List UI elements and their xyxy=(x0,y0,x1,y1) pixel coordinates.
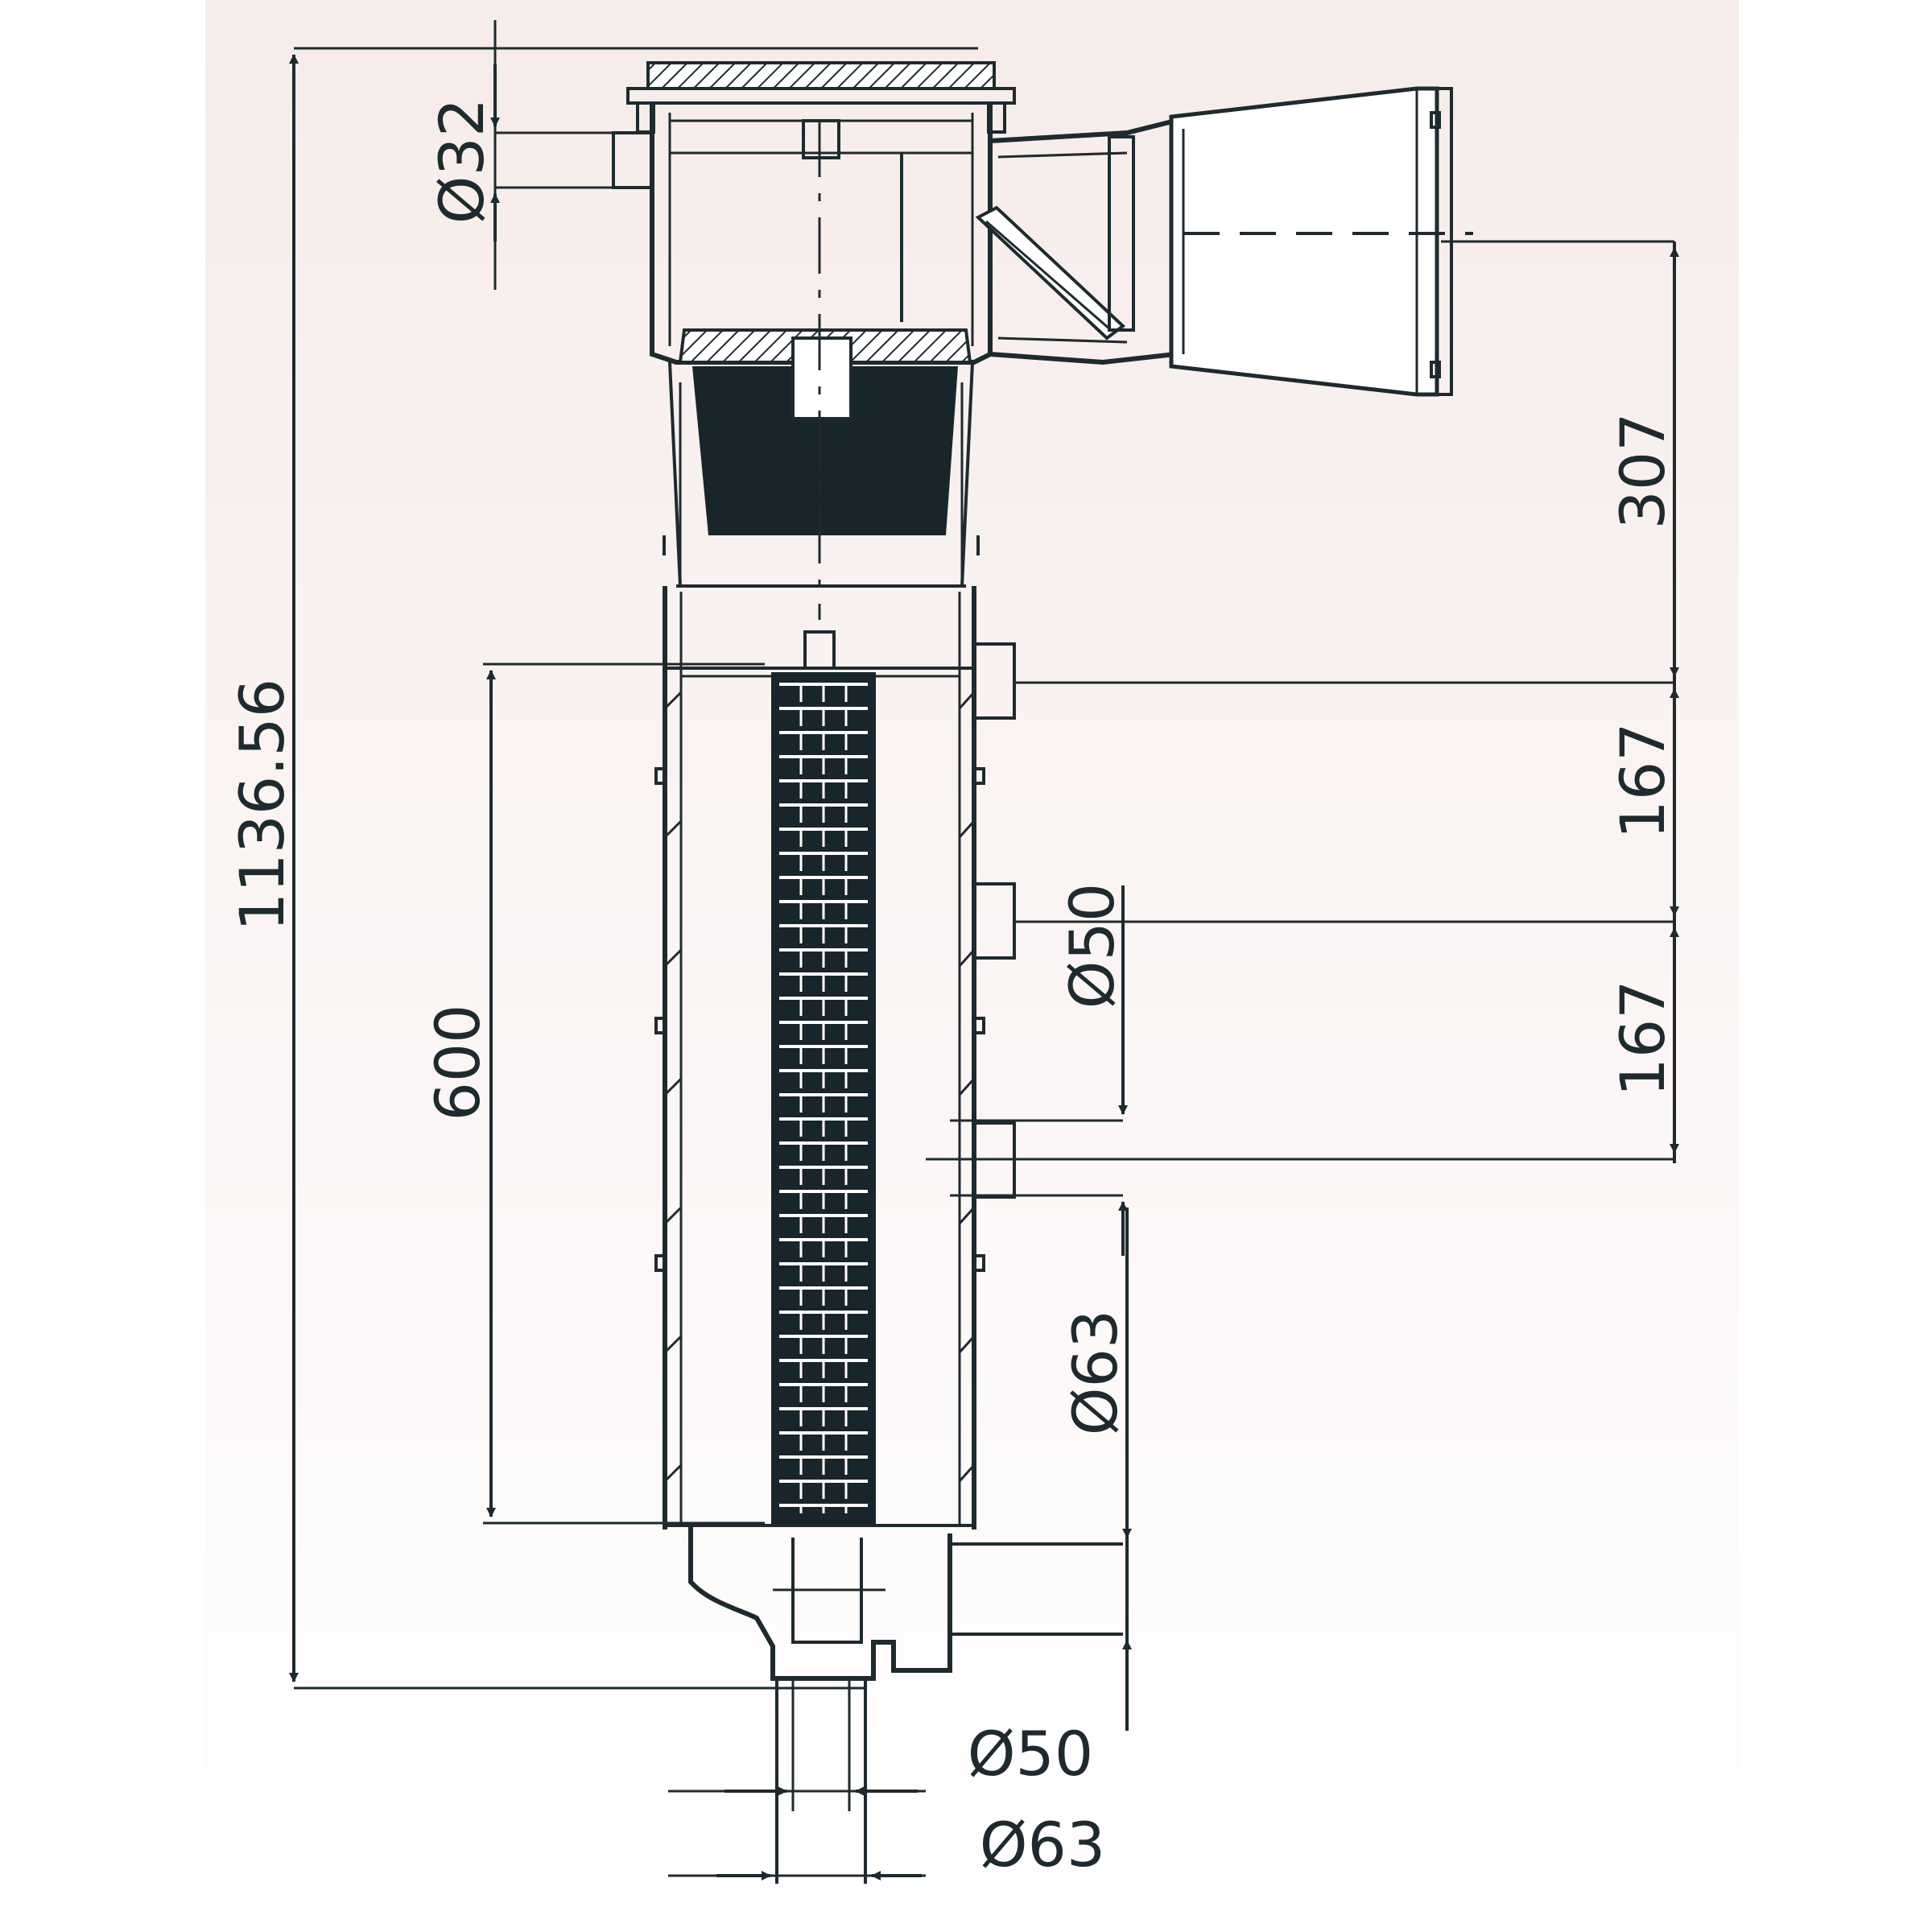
filter-body xyxy=(654,586,1016,1530)
side-inlet xyxy=(975,86,1473,397)
dimension-lines xyxy=(289,20,1679,1880)
dim-d32: Ø32 xyxy=(426,98,497,225)
lid xyxy=(646,61,996,90)
d32-port xyxy=(612,131,654,189)
dim-167-upper: 167 xyxy=(1607,722,1678,839)
flap-valve xyxy=(975,205,1126,341)
strainer-basket xyxy=(692,366,958,535)
dim-d63-bottom: Ø63 xyxy=(980,1809,1106,1880)
outlet-pipe xyxy=(775,1678,867,1884)
dim-d50-bottom: Ø50 xyxy=(968,1718,1094,1790)
dim-307: 307 xyxy=(1607,412,1678,529)
dimension-labels: 1136.56 Ø32 307 167 167 Ø50 600 Ø63 Ø50 … xyxy=(226,98,1678,1880)
inlet-funnel xyxy=(1169,86,1439,397)
dim-167-lower: 167 xyxy=(1607,980,1678,1096)
dim-d63-side: Ø63 xyxy=(1059,1310,1131,1436)
top-housing xyxy=(612,61,1016,588)
dim-600: 600 xyxy=(422,1004,493,1121)
cartridge-slats xyxy=(779,683,868,1513)
dim-total-height: 1136.56 xyxy=(226,679,298,931)
bottom-outlet xyxy=(688,1525,1123,1884)
port-upper xyxy=(972,642,1016,720)
dim-d50-side: Ø50 xyxy=(1056,883,1128,1009)
